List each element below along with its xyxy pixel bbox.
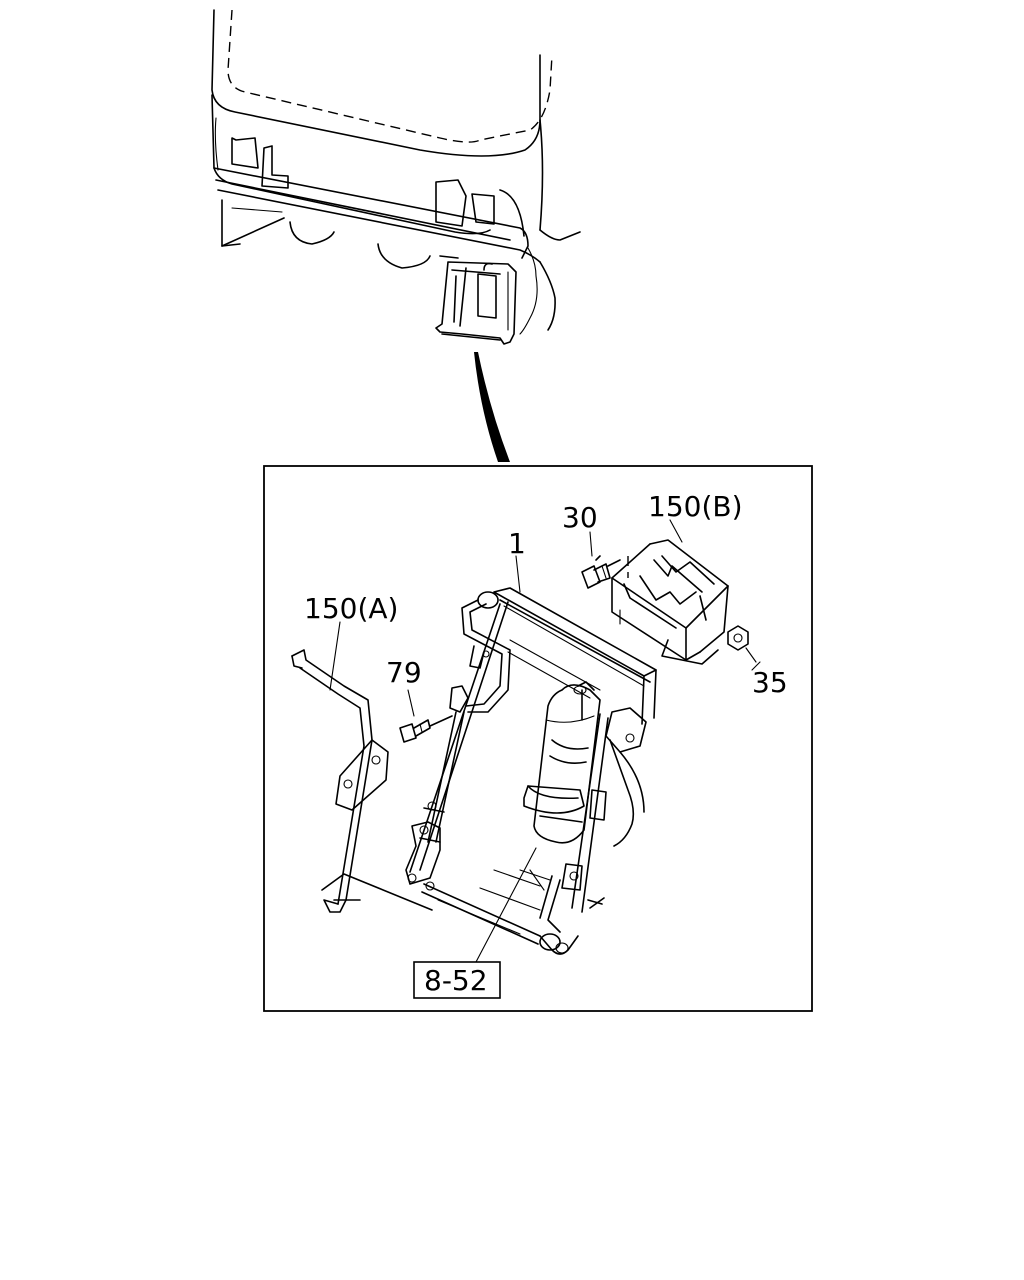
bracket-150b bbox=[611, 539, 729, 665]
truck-cab-illustration bbox=[211, 9, 581, 462]
bolt-79 bbox=[399, 715, 453, 743]
bracket-150a bbox=[291, 649, 433, 913]
callout-30: 30 bbox=[562, 501, 598, 534]
leader-arrow bbox=[474, 352, 510, 462]
callout-150b: 150(B) bbox=[648, 490, 743, 523]
condenser-assembly bbox=[405, 587, 657, 955]
ref-box-frame bbox=[413, 961, 501, 999]
callout-79: 79 bbox=[386, 656, 422, 689]
nut-35 bbox=[727, 625, 757, 663]
callout-35: 35 bbox=[752, 666, 788, 699]
callout-1: 1 bbox=[508, 527, 526, 560]
callout-150a: 150(A) bbox=[304, 592, 398, 625]
ref-box-8-52[interactable]: 8-52 bbox=[424, 964, 488, 997]
callout-leaders bbox=[329, 519, 761, 963]
detail-frame bbox=[263, 465, 813, 1012]
bolt-30 bbox=[581, 555, 621, 589]
